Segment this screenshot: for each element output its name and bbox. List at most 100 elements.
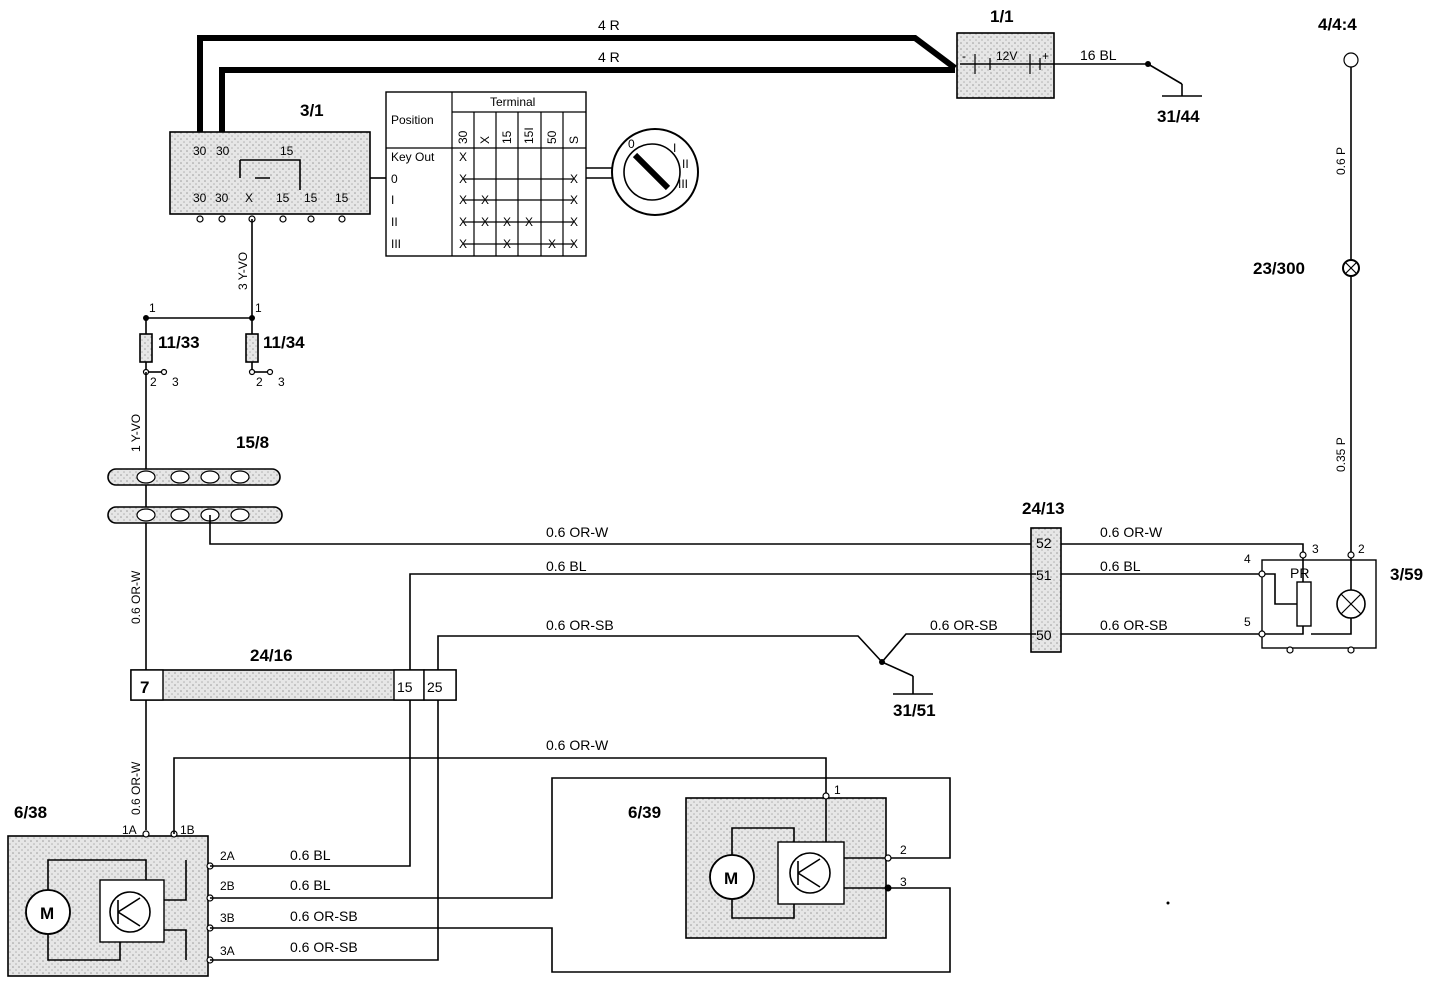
wires-lower: 0.6 OR-W 0.6 BL 0.6 BL 0.6 OR-SB 0.6 OR-… <box>173 700 951 973</box>
table-column-header: 15I <box>522 127 536 144</box>
table-mark: X <box>570 193 578 207</box>
wire-label-4r-b: 4 R <box>598 49 620 65</box>
wire-label-orsb-mid: 0.6 OR-SB <box>930 617 998 633</box>
pin-51: 51 <box>1036 567 1052 583</box>
table-mark: X <box>503 237 511 251</box>
fuse-11-34-pin-2: 2 <box>256 375 263 389</box>
table-mark: X <box>459 215 467 229</box>
wire-label-orw-vertical: 0.6 OR-W <box>129 570 143 624</box>
switch-bottom-pin-1: 30 <box>193 191 207 205</box>
rheostat-pin-4: 4 <box>1244 552 1251 566</box>
connector-cavity <box>136 508 156 522</box>
bulb-23-300: 23/300 0.35 P <box>1253 259 1360 552</box>
battery-voltage: 12V <box>996 49 1017 63</box>
table-column-header: S <box>567 136 581 144</box>
key-position-1: I <box>673 141 676 155</box>
label-23-300: 23/300 <box>1253 259 1305 278</box>
label-31-44: 31/44 <box>1157 107 1200 126</box>
wire-label-3-y-vo: 3 Y-VO <box>236 252 250 290</box>
label-3-1: 3/1 <box>300 101 324 120</box>
connector-24-16: 24/16 7 15 25 <box>130 646 457 701</box>
rheostat-pin-3: 3 <box>1312 542 1319 556</box>
motor-6-38-pin-3a: 3A <box>220 944 235 958</box>
table-mark: X <box>570 237 578 251</box>
rheostat-label: PR <box>1290 565 1309 581</box>
switch-top-pin-2: 30 <box>216 144 230 158</box>
table-mark: X <box>459 172 467 186</box>
wire-label-bl-top-left: 0.6 BL <box>546 558 587 574</box>
motor-6-39-pin-3: 3 <box>900 875 907 889</box>
ignition-switch-3-1: 3/1 30 30 15 30 30 X 15 15 15 <box>169 101 386 223</box>
switch-bottom-pin-5: 15 <box>304 191 318 205</box>
table-row-position: III <box>391 237 401 251</box>
motor-6-38-symbol: M <box>40 904 54 923</box>
label-6-39: 6/39 <box>628 803 661 822</box>
fuse-11-33-pin-2: 2 <box>150 375 157 389</box>
fuse-11-34-pin-in: 1 <box>255 301 262 315</box>
wire-label-orw-top-left: 0.6 OR-W <box>546 524 609 540</box>
connector-cavity <box>200 470 220 484</box>
connector-cavity <box>170 508 190 522</box>
wire-label-bl-2a: 0.6 BL <box>290 847 331 863</box>
battery-plus: + <box>1042 49 1049 63</box>
pin-25: 25 <box>427 679 443 695</box>
table-row-position: II <box>391 215 398 229</box>
rheostat-pin-5: 5 <box>1244 615 1251 629</box>
table-column-header: 15 <box>500 130 514 144</box>
label-6-38: 6/38 <box>14 803 47 822</box>
wires-left-to-24-13: 0.6 OR-W 0.6 BL 0.6 OR-SB 0.6 OR-SB 31/5… <box>409 524 1036 720</box>
pin-52: 52 <box>1036 535 1052 551</box>
fuse-11-34-pin-3: 3 <box>278 375 285 389</box>
motor-6-38-pin-1a: 1A <box>122 823 137 837</box>
motor-6-39-symbol: M <box>724 869 738 888</box>
battery-cables: 4 R 4 R <box>197 17 957 132</box>
table-mark: X <box>459 150 467 164</box>
connector-cavity <box>136 470 156 484</box>
label-24-16: 24/16 <box>250 646 293 665</box>
fuse-11-33-pin-3: 3 <box>172 375 179 389</box>
table-mark: X <box>570 172 578 186</box>
wires-24-13-to-3-59: 0.6 OR-W 0.6 BL 0.6 OR-SB <box>1061 524 1304 635</box>
label-11-34: 11/34 <box>263 333 305 352</box>
switch-bottom-pin-2: 30 <box>215 191 229 205</box>
label-11-33: 11/33 <box>158 333 200 352</box>
table-row-position: 0 <box>391 172 398 186</box>
wire-label-0-35p: 0.35 P <box>1334 437 1348 472</box>
pin-15: 15 <box>397 679 413 695</box>
battery-1-1: - 12V + 1/1 <box>956 7 1055 99</box>
rheostat-3-59: 3/59 PR 2 3 4 5 <box>1244 542 1423 654</box>
wire-label-0-6p: 0.6 P <box>1334 147 1348 175</box>
connector-24-13: 24/13 52 51 50 <box>1022 499 1065 653</box>
table-mark: X <box>481 215 489 229</box>
wire-label-orsb-right: 0.6 OR-SB <box>1100 617 1168 633</box>
switch-bottom-pin-4: 15 <box>276 191 290 205</box>
motor-6-38-pin-2b: 2B <box>220 879 235 893</box>
main-feed: 1 Y-VO 0.6 OR-W 0.6 OR-W <box>129 372 147 830</box>
motor-6-39: 6/39 M 1 2 3 <box>628 783 907 939</box>
wire-label-orsb-top-left: 0.6 OR-SB <box>546 617 614 633</box>
table-row-position: I <box>391 193 394 207</box>
label-1-1: 1/1 <box>990 7 1014 26</box>
fuses: 3 Y-VO 1 1 11/33 11/34 2 3 2 3 <box>139 219 305 389</box>
motor-6-39-pin-1: 1 <box>834 783 841 797</box>
rheostat-pin-2: 2 <box>1358 542 1365 556</box>
table-mark: X <box>503 215 511 229</box>
wire-label-orw-lower: 0.6 OR-W <box>129 761 143 815</box>
motor-6-38-pin-2a: 2A <box>220 849 235 863</box>
connector-cavity <box>230 470 250 484</box>
table-mark: X <box>481 193 489 207</box>
table-mark: X <box>459 237 467 251</box>
wire-label-1-y-vo: 1 Y-VO <box>129 414 143 452</box>
switch-middle-pin: 15 <box>280 144 294 158</box>
table-position-header: Position <box>391 113 434 127</box>
wire-label-orsb-3a: 0.6 OR-SB <box>290 939 358 955</box>
wire-label-16bl: 16 BL <box>1080 47 1117 63</box>
wire-label-bl-2b: 0.6 BL <box>290 877 331 893</box>
connector-cavity <box>230 508 250 522</box>
label-3-59: 3/59 <box>1390 565 1423 584</box>
switch-top-pin-1: 30 <box>193 144 207 158</box>
key-position-3: III <box>678 177 688 191</box>
label-15-8: 15/8 <box>236 433 269 452</box>
